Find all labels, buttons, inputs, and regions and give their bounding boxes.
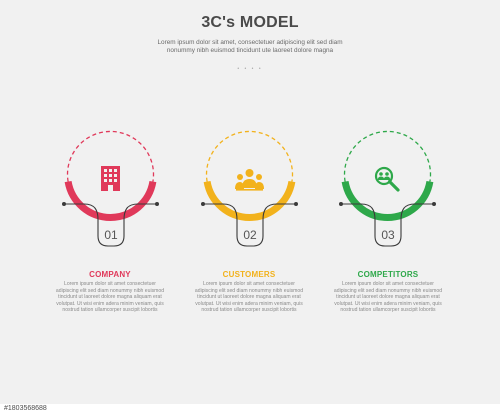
step-1-dashed-arc	[66, 130, 155, 182]
step-3-solid-arc	[341, 180, 434, 221]
page-subtitle: Lorem ipsum dolor sit amet, consectetuer…	[157, 39, 343, 55]
footer-bar: #1803568688	[0, 404, 500, 414]
page-title: 3C's MODEL	[201, 14, 299, 31]
step-3-connector-line	[341, 203, 434, 247]
building-icon	[101, 166, 120, 191]
step-1-connector-line	[64, 203, 157, 247]
step-3-description: Lorem ipsum dolor sit amet consectetuer …	[333, 281, 443, 314]
step-3-graphic: 03	[339, 130, 436, 247]
step-2-number: 02	[243, 228, 257, 242]
step-2-right-node	[294, 202, 298, 206]
step-2-description: Lorem ipsum dolor sit amet consectetuer …	[194, 281, 304, 314]
step-1-left-node	[62, 202, 66, 206]
stock-id: #1803568688	[4, 405, 47, 412]
step-1-solid-arc	[64, 180, 157, 221]
step-1-graphic: 01	[62, 130, 159, 247]
step-3-number: 03	[381, 228, 395, 242]
step-1-number: 01	[104, 228, 118, 242]
step-2-solid-arc	[203, 180, 296, 221]
step-3-label: COMPETITORS	[357, 270, 419, 279]
magnifier-people-icon	[374, 166, 400, 192]
step-3-dashed-arc	[343, 130, 432, 182]
step-2-dashed-arc	[205, 130, 294, 182]
step-1-right-node	[155, 202, 159, 206]
step-1-description: Lorem ipsum dolor sit amet consectetuer …	[55, 281, 165, 314]
people-group-icon	[235, 169, 264, 191]
step-3-right-node	[432, 202, 436, 206]
step-3-left-node	[339, 202, 343, 206]
step-2-graphic: 02	[201, 130, 298, 247]
dots-divider: • • • •	[237, 66, 263, 72]
step-2-label: CUSTOMERS	[222, 270, 276, 279]
step-2-left-node	[201, 202, 205, 206]
step-2-connector-line	[203, 203, 296, 247]
step-1-label: COMPANY	[89, 270, 131, 279]
